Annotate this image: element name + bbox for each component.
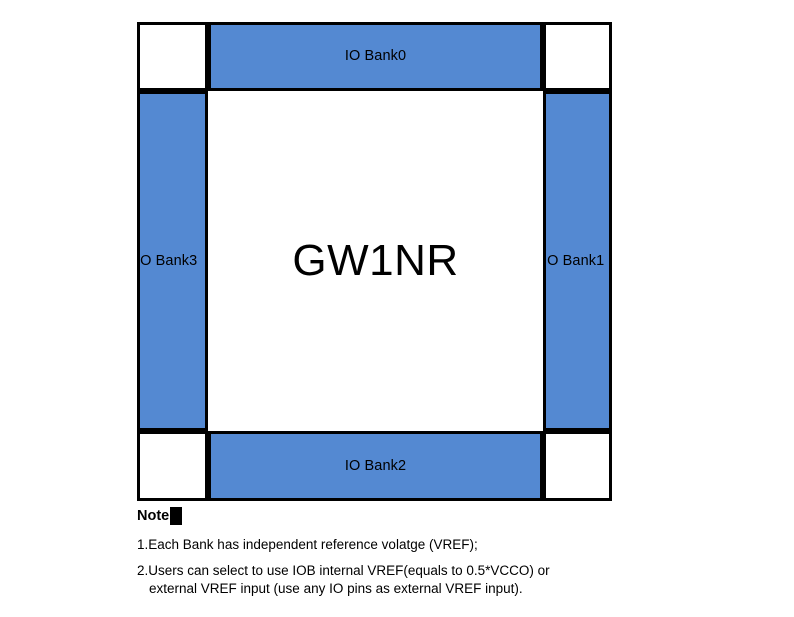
die-core-region: GW1NR	[208, 91, 543, 431]
notes-heading-text: Note	[137, 508, 170, 524]
note-item-1-marker: 1.	[137, 537, 149, 552]
note-item-1: 1.Each Bank has independent reference vo…	[137, 536, 657, 553]
io-bank3-region: IO Bank3	[136, 91, 208, 431]
corner-top-left	[140, 25, 208, 91]
corner-bottom-left	[140, 431, 208, 498]
io-bank0-label: IO Bank0	[344, 48, 407, 65]
notes-block: Note 1.Each Bank has independent referen…	[137, 507, 657, 606]
note-item-1-text: Each Bank has independent reference vola…	[148, 537, 478, 552]
io-bank1-region: IO Bank1	[543, 91, 609, 431]
corner-top-right	[543, 25, 609, 91]
io-bank2-region: IO Bank2	[208, 431, 543, 498]
notes-heading: Note	[137, 507, 657, 527]
die-name-label: GW1NR	[292, 236, 459, 285]
corner-bottom-right	[543, 431, 609, 498]
note-item-2-continuation: external VREF input (use any IO pins as …	[149, 580, 523, 596]
io-bank-grid: IO Bank0 IO Bank3 GW1NR IO Bank1 IO Bank…	[136, 25, 609, 498]
io-bank3-label: IO Bank3	[136, 252, 198, 269]
io-bank-diagram: IO Bank0 IO Bank3 GW1NR IO Bank1 IO Bank…	[136, 22, 612, 501]
io-bank2-label: IO Bank2	[344, 457, 407, 474]
io-bank0-region: IO Bank0	[208, 25, 543, 91]
missing-character-box-icon	[170, 507, 183, 525]
note-item-2-marker: 2.	[137, 563, 149, 579]
note-item-2: 2.Users can select to use IOB internal V…	[137, 562, 657, 597]
note-item-2-text: Users can select to use IOB internal VRE…	[148, 563, 550, 579]
io-bank1-label: IO Bank1	[543, 252, 605, 269]
